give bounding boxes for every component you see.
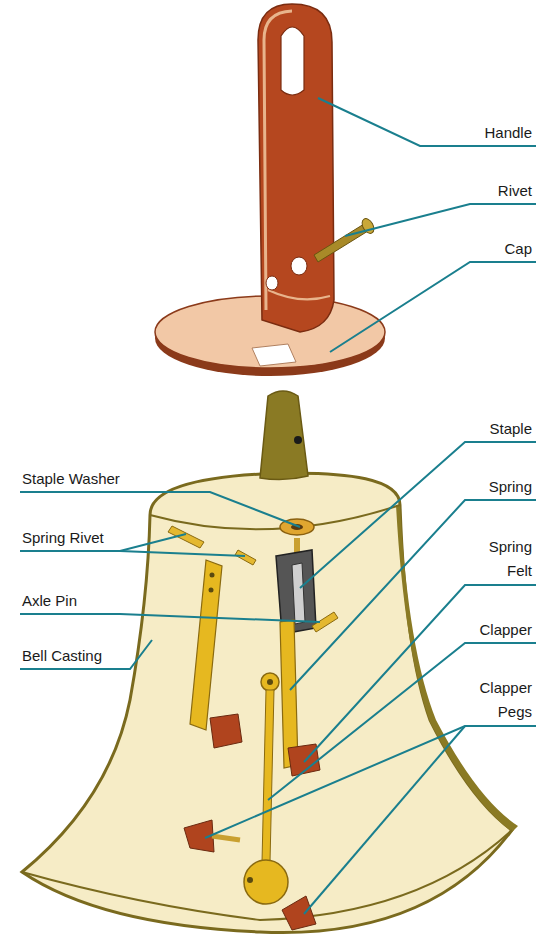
spring-hole bbox=[210, 573, 215, 578]
part-label: Staple bbox=[489, 417, 532, 441]
clapper-ball-hole bbox=[247, 877, 253, 883]
leader-line bbox=[300, 442, 536, 588]
leader-line bbox=[318, 98, 536, 146]
handle-hole bbox=[291, 257, 307, 275]
bell-shank bbox=[260, 391, 308, 480]
staple-slot bbox=[292, 563, 305, 624]
clapper-peg-thread bbox=[212, 836, 240, 840]
part-label: Bell Casting bbox=[22, 644, 102, 668]
leader-line bbox=[120, 551, 245, 556]
spring bbox=[280, 620, 298, 768]
part-label: Rivet bbox=[498, 179, 532, 203]
leader-line bbox=[345, 204, 536, 236]
leader-line bbox=[268, 643, 536, 800]
part-label: Axle Pin bbox=[22, 589, 77, 613]
spring-rivet bbox=[235, 550, 256, 565]
part-label: Spring Rivet bbox=[22, 526, 104, 550]
leader-line bbox=[330, 262, 536, 352]
leader-line bbox=[304, 585, 536, 762]
clapper-ball bbox=[244, 860, 288, 904]
handle bbox=[258, 4, 334, 332]
handle-fold bbox=[268, 290, 330, 299]
leader-line bbox=[290, 500, 536, 690]
part-label: Cap bbox=[504, 237, 532, 261]
part-label: Spring Felt bbox=[470, 535, 532, 583]
part-label: Clapper Pegs bbox=[470, 676, 532, 724]
leader-line bbox=[20, 614, 320, 622]
bell-casting-body bbox=[22, 473, 512, 932]
rivet bbox=[314, 224, 368, 262]
part-label: Clapper bbox=[479, 618, 532, 642]
shank-hole bbox=[294, 436, 302, 444]
clapper-eye bbox=[261, 673, 279, 691]
clapper-peg bbox=[282, 896, 316, 930]
leader-line bbox=[304, 726, 465, 914]
handle-loop-opening bbox=[281, 27, 304, 95]
clapper-shaft bbox=[262, 690, 274, 862]
spring-felt bbox=[210, 714, 242, 748]
leader-line bbox=[205, 726, 536, 838]
part-label: Staple Washer bbox=[22, 467, 120, 491]
handle-hole bbox=[266, 276, 278, 290]
leader-line bbox=[20, 492, 300, 527]
part-label: Handle bbox=[484, 121, 532, 145]
leader-lines bbox=[20, 98, 536, 914]
leader-line bbox=[20, 640, 152, 669]
spring-hole bbox=[209, 588, 214, 593]
spring bbox=[190, 560, 222, 730]
part-label: Spring bbox=[489, 475, 532, 499]
clapper-eye-hole bbox=[267, 679, 273, 685]
cap-slot bbox=[252, 344, 296, 366]
